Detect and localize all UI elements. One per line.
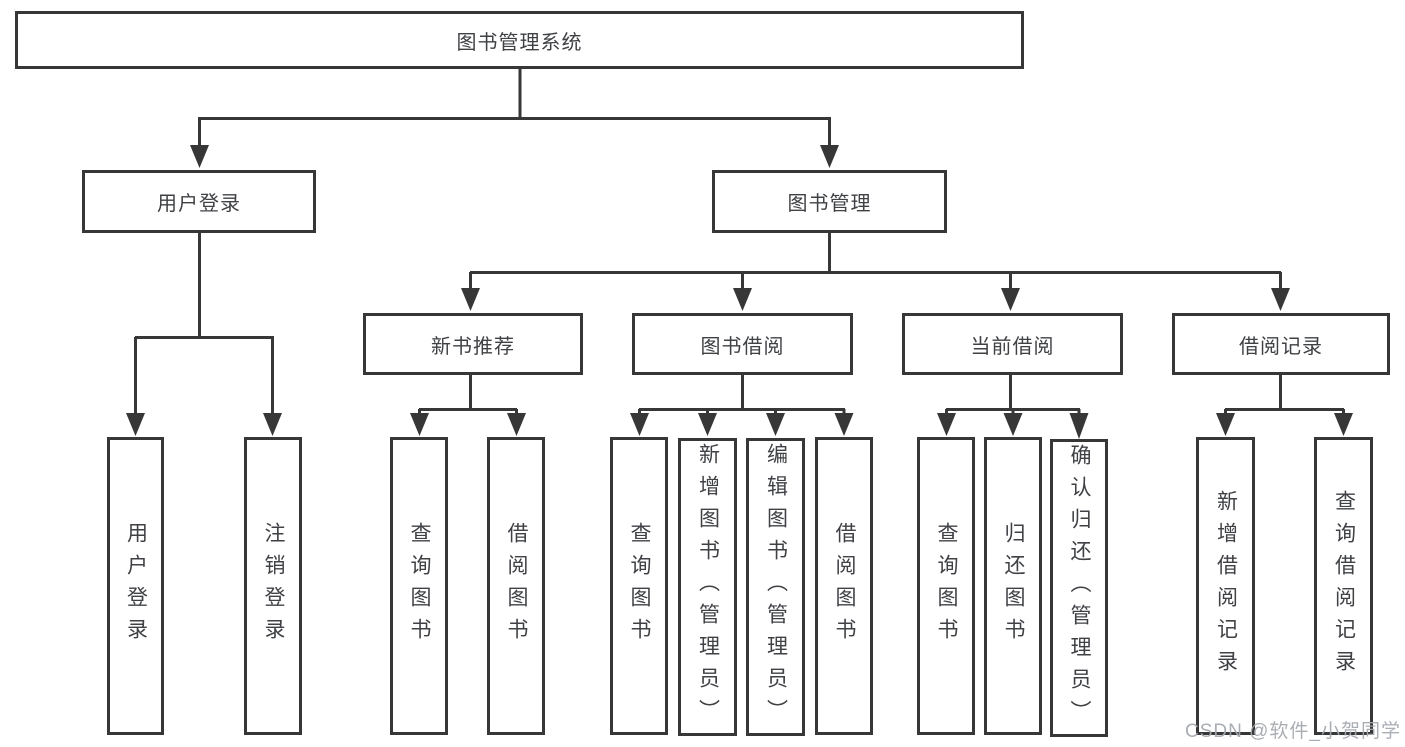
node-root: 图书管理系统 [15, 11, 1024, 69]
node-label: 借阅图书 [505, 522, 528, 650]
csdn-watermark: CSDN @软件_小贺同学 [1185, 721, 1401, 742]
node-borrow-books: 借阅图书 [815, 437, 873, 735]
node-borrow-records: 借阅记录 [1172, 313, 1390, 375]
node-label: 编辑图书（管理员） [764, 443, 788, 731]
node-label: 新增图书（管理员） [696, 443, 720, 731]
connector-new-book-group [410, 375, 526, 436]
node-label: 借阅图书 [833, 522, 856, 650]
node-logout: 注销登录 [244, 437, 302, 735]
node-label: 用户登录 [124, 522, 148, 650]
connector-current-borrow-group [937, 375, 1089, 439]
node-add-borrow-record: 新增借阅记录 [1196, 437, 1255, 735]
connector-book-borrow-group [630, 375, 854, 436]
node-user-login-leaf: 用户登录 [107, 437, 164, 735]
node-query-books-borrow: 查询图书 [610, 437, 668, 735]
connector-user-login-group [126, 233, 282, 436]
connector-book-mgmt-to-level2 [461, 233, 1290, 311]
node-label: 查询图书 [408, 522, 431, 650]
node-label: 新增借阅记录 [1214, 490, 1238, 682]
node-query-borrow-record: 查询借阅记录 [1314, 437, 1373, 735]
node-return-books: 归还图书 [984, 437, 1042, 735]
node-label: 查询图书 [935, 522, 958, 650]
node-current-borrow: 当前借阅 [902, 313, 1123, 375]
node-query-books-recommend: 查询图书 [390, 437, 448, 735]
node-confirm-return-admin: 确认归还（管理员） [1050, 439, 1108, 737]
node-label: 查询图书 [628, 522, 651, 650]
node-label: 查询借阅记录 [1332, 490, 1356, 682]
node-book-management: 图书管理 [712, 170, 947, 233]
node-book-borrow: 图书借阅 [632, 313, 853, 375]
node-edit-books-admin: 编辑图书（管理员） [746, 438, 805, 736]
node-query-books-current: 查询图书 [917, 437, 975, 735]
node-borrow-books-recommend: 借阅图书 [487, 437, 545, 735]
node-new-book-recommend: 新书推荐 [363, 313, 583, 375]
connector-root-to-level1 [190, 68, 839, 168]
node-label: 归还图书 [1002, 522, 1025, 650]
node-user-login: 用户登录 [82, 170, 316, 233]
connector-borrow-record-group [1216, 375, 1353, 436]
node-label: 注销登录 [262, 522, 285, 650]
node-add-books-admin: 新增图书（管理员） [678, 438, 737, 736]
node-label: 确认归还（管理员） [1068, 444, 1091, 732]
